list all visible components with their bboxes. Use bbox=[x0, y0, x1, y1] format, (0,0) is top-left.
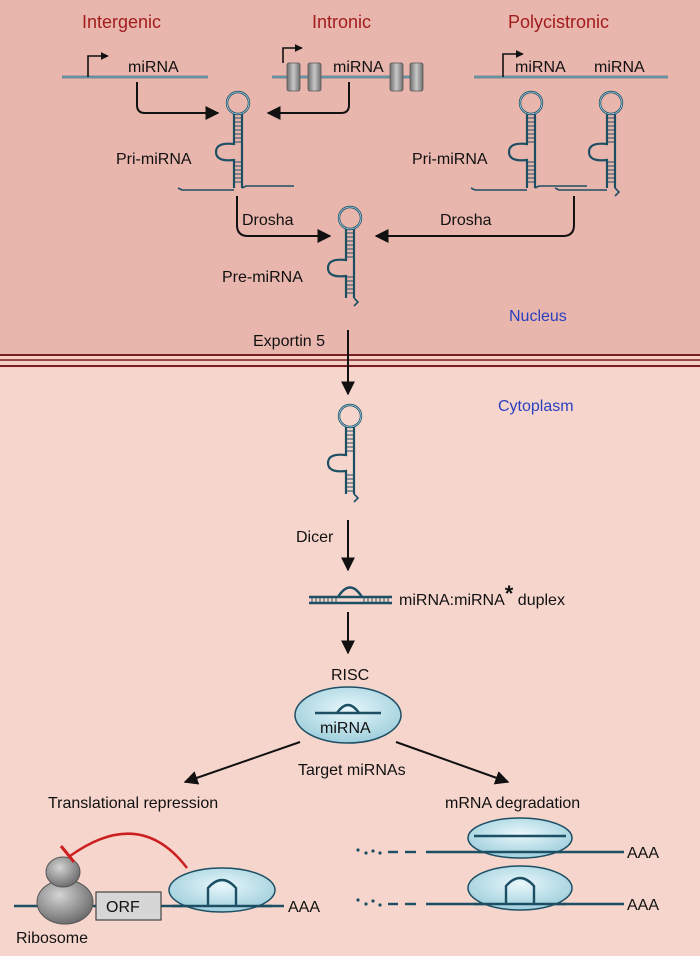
pri-mirna-hairpin-right-2 bbox=[554, 90, 624, 197]
drosha-label-left: Drosha bbox=[242, 212, 294, 229]
risc-complex bbox=[294, 686, 402, 744]
mrna-degradation-label: mRNA degradation bbox=[445, 795, 580, 812]
nucleus-region bbox=[0, 0, 700, 357]
duplex-star: * bbox=[505, 581, 514, 606]
inhibition-bar bbox=[59, 845, 76, 863]
pri-mirna-hairpin-right-1 bbox=[470, 90, 587, 191]
header-polycistronic: Polycistronic bbox=[508, 12, 609, 32]
drosha-left-arrow bbox=[236, 196, 332, 243]
intronic-gene: miRNA bbox=[272, 44, 424, 92]
risc-mirna-label: miRNA bbox=[320, 720, 371, 737]
duplex-label: miRNA:miRNA* duplex bbox=[399, 581, 565, 609]
nuclear-membrane bbox=[0, 354, 700, 368]
cytoplasm-label: Cytoplasm bbox=[498, 398, 574, 415]
repression-complex bbox=[168, 867, 276, 913]
pri-mirna-label-left: Pri-miRNA bbox=[116, 151, 192, 168]
exon-block bbox=[286, 62, 424, 92]
intergenic-to-pri-arrow bbox=[136, 82, 220, 120]
intergenic-gene: miRNA bbox=[62, 52, 208, 79]
cytoplasm-pre-mirna-hairpin bbox=[326, 403, 363, 503]
exportin-label: Exportin 5 bbox=[253, 333, 325, 350]
pri-mirna-hairpin-left bbox=[177, 90, 294, 191]
nucleus-label: Nucleus bbox=[509, 308, 567, 325]
cytoplasm-region bbox=[0, 367, 700, 956]
risc-label: RISC bbox=[331, 667, 369, 684]
degrading-transcript-2 bbox=[356, 865, 624, 911]
mrna-degradation-scene bbox=[356, 817, 624, 911]
intronic-to-pri-arrow bbox=[266, 82, 350, 120]
intronic-mirna-label: miRNA bbox=[333, 59, 384, 76]
polycistronic-gene: miRNA miRNA bbox=[474, 50, 668, 79]
intergenic-mirna-label: miRNA bbox=[128, 59, 179, 76]
aaa-label-1: AAA bbox=[288, 899, 320, 916]
pre-mirna-label: Pre-miRNA bbox=[222, 269, 303, 286]
mirna-duplex bbox=[309, 586, 392, 605]
degrading-transcript-1 bbox=[356, 817, 624, 859]
ribosome-icon bbox=[36, 856, 94, 925]
translational-repression-scene bbox=[14, 832, 284, 925]
aaa-label-3: AAA bbox=[627, 897, 659, 914]
ribosome-label: Ribosome bbox=[16, 930, 88, 947]
drosha-label-right: Drosha bbox=[440, 212, 492, 229]
aaa-label-2: AAA bbox=[627, 845, 659, 862]
header-intronic: Intronic bbox=[312, 12, 371, 32]
translational-repression-label: Translational repression bbox=[48, 795, 218, 812]
to-repression-arrow bbox=[183, 741, 301, 785]
orf-box bbox=[95, 891, 162, 921]
pri-mirna-label-right: Pri-miRNA bbox=[412, 151, 488, 168]
drosha-right-arrow bbox=[374, 196, 575, 243]
header-intergenic: Intergenic bbox=[82, 12, 161, 32]
dicer-label: Dicer bbox=[296, 529, 334, 546]
poly-mirna-label-2: miRNA bbox=[594, 59, 645, 76]
target-label: Target miRNAs bbox=[298, 762, 406, 779]
inhibition-arc bbox=[69, 832, 188, 869]
poly-mirna-label-1: miRNA bbox=[515, 59, 566, 76]
orf-label: ORF bbox=[106, 899, 140, 916]
pre-mirna-hairpin bbox=[326, 205, 363, 307]
to-degradation-arrow bbox=[395, 741, 510, 785]
